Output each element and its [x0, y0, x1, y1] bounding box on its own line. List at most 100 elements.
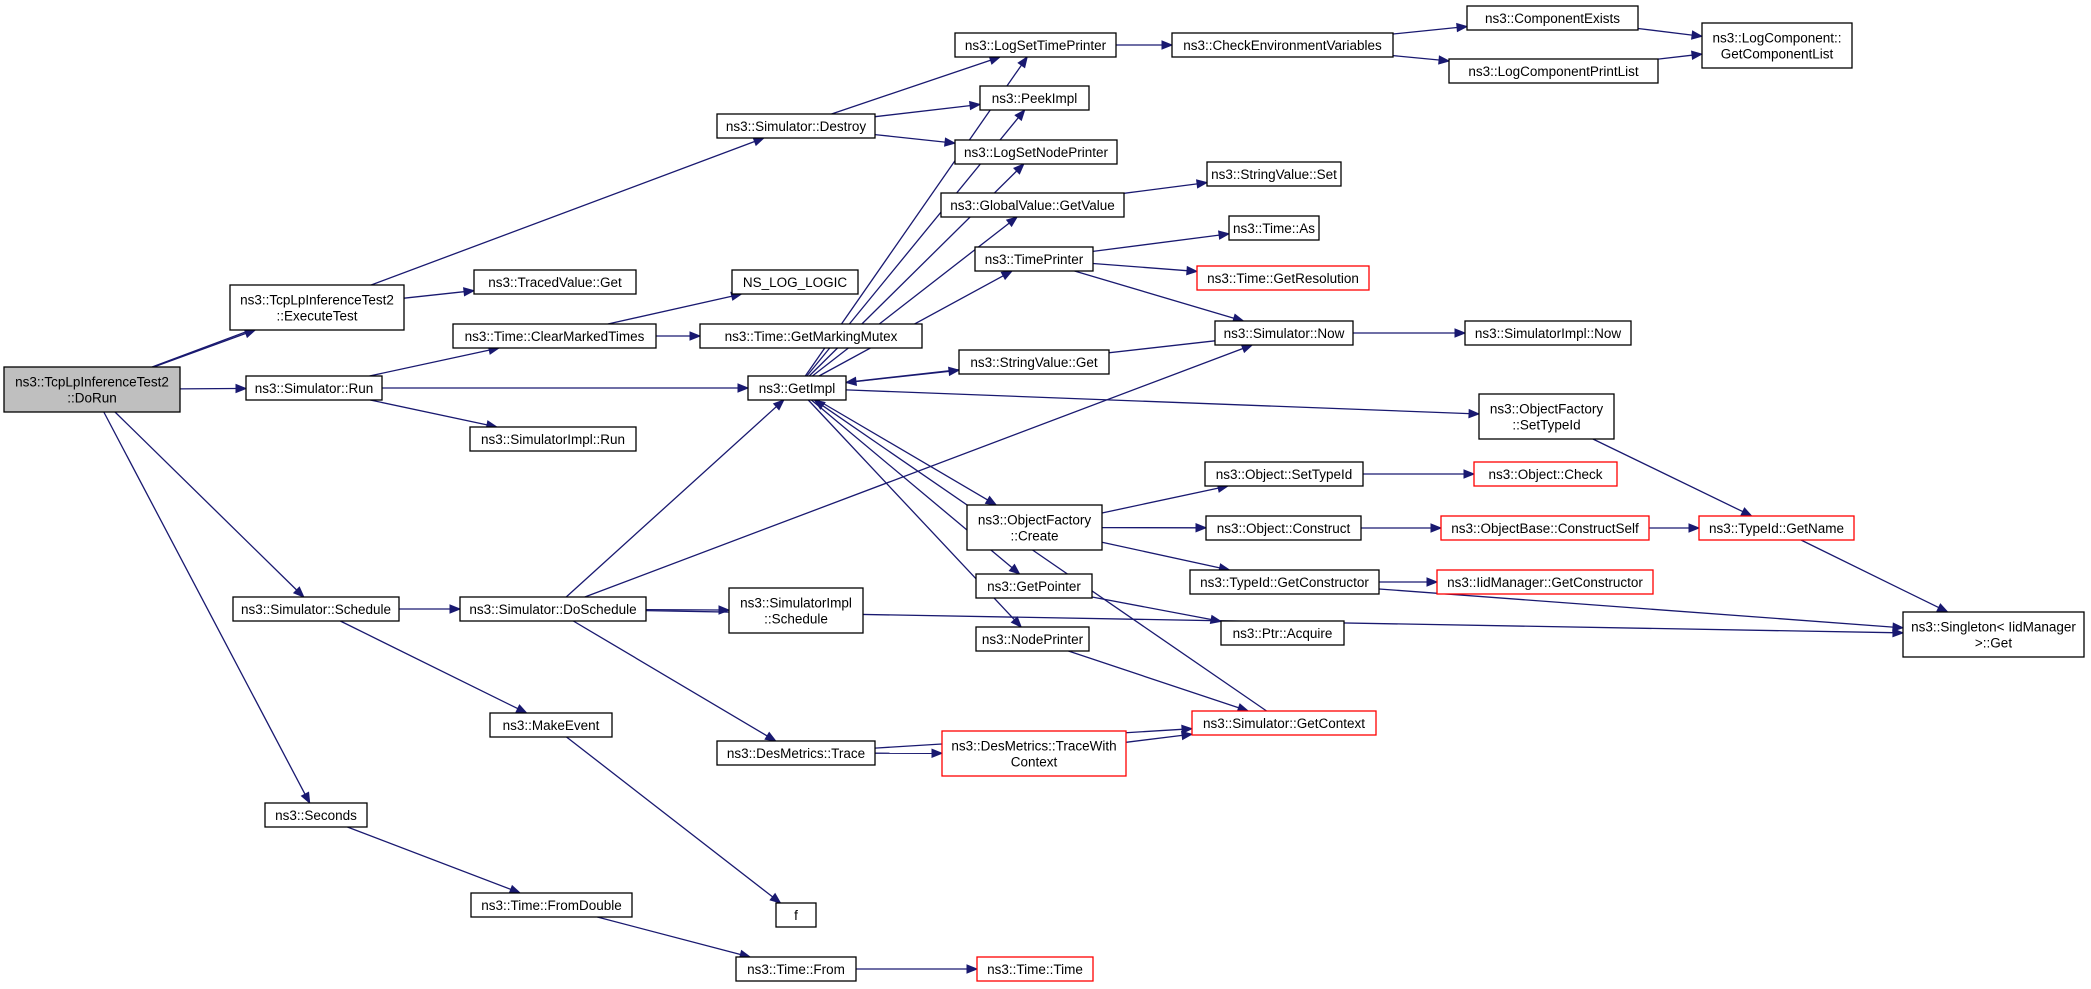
- node-box[interactable]: [958, 349, 1110, 375]
- node-box[interactable]: [1189, 569, 1380, 595]
- node-box[interactable]: [954, 139, 1118, 165]
- node-box[interactable]: [728, 587, 864, 634]
- node-box[interactable]: [1436, 569, 1654, 595]
- node-box[interactable]: [1191, 710, 1377, 736]
- node-timeas[interactable]: ns3::Time::As: [1228, 215, 1320, 241]
- node-typeidgetname[interactable]: ns3::TypeId::GetName: [1698, 515, 1855, 541]
- node-timetime[interactable]: ns3::Time::Time: [976, 956, 1094, 982]
- node-objcheck[interactable]: ns3::Object::Check: [1473, 461, 1618, 487]
- node-simimplschedule[interactable]: ns3::SimulatorImpl::Schedule: [728, 587, 864, 634]
- node-seconds[interactable]: ns3::Seconds: [264, 802, 368, 828]
- node-box[interactable]: [470, 892, 633, 918]
- node-box[interactable]: [747, 375, 847, 401]
- node-box[interactable]: [452, 323, 657, 349]
- node-logprintlist[interactable]: ns3::LogComponentPrintList: [1448, 58, 1659, 84]
- node-makeevent[interactable]: ns3::MakeEvent: [489, 712, 613, 738]
- node-box[interactable]: [1478, 393, 1615, 440]
- node-compexists[interactable]: ns3::ComponentExists: [1466, 5, 1639, 31]
- node-box[interactable]: [966, 504, 1103, 551]
- node-box[interactable]: [1206, 161, 1342, 187]
- node-box[interactable]: [1466, 5, 1639, 31]
- node-objsettype[interactable]: ns3::Object::SetTypeId: [1204, 461, 1364, 487]
- node-timefrom[interactable]: ns3::Time::From: [735, 956, 857, 982]
- node-getconstructor[interactable]: ns3::TypeId::GetConstructor: [1189, 569, 1380, 595]
- node-box[interactable]: [775, 902, 817, 928]
- node-box[interactable]: [954, 32, 1117, 58]
- node-box[interactable]: [232, 596, 400, 622]
- node-singleton[interactable]: ns3::Singleton< IidManager>::Get: [1902, 611, 2085, 658]
- node-logsetnode[interactable]: ns3::LogSetNodePrinter: [954, 139, 1118, 165]
- node-box[interactable]: [1204, 461, 1364, 487]
- node-box[interactable]: [735, 956, 857, 982]
- node-box[interactable]: [1205, 515, 1362, 541]
- node-destroy[interactable]: ns3::Simulator::Destroy: [716, 113, 876, 139]
- node-f[interactable]: f: [775, 902, 817, 928]
- node-iidgetctor[interactable]: ns3::IidManager::GetConstructor: [1436, 569, 1654, 595]
- node-stringget[interactable]: ns3::StringValue::Get: [958, 349, 1110, 375]
- node-box[interactable]: [1214, 320, 1354, 346]
- node-box[interactable]: [1701, 22, 1853, 69]
- node-box[interactable]: [1473, 461, 1618, 487]
- node-schedule[interactable]: ns3::Simulator::Schedule: [232, 596, 400, 622]
- node-box[interactable]: [459, 596, 647, 622]
- node-box[interactable]: [1464, 320, 1632, 346]
- node-box[interactable]: [489, 712, 613, 738]
- node-simimplnow[interactable]: ns3::SimulatorImpl::Now: [1464, 320, 1632, 346]
- node-getres[interactable]: ns3::Time::GetResolution: [1196, 265, 1370, 291]
- node-box[interactable]: [976, 956, 1094, 982]
- node-box[interactable]: [245, 375, 383, 401]
- node-logcomplist[interactable]: ns3::LogComponent::GetComponentList: [1701, 22, 1853, 69]
- node-run[interactable]: ns3::Simulator::Run: [245, 375, 383, 401]
- node-box[interactable]: [1220, 620, 1345, 646]
- node-getimpl[interactable]: ns3::GetImpl: [747, 375, 847, 401]
- node-box[interactable]: [941, 730, 1127, 777]
- node-box[interactable]: [469, 426, 637, 452]
- node-ofcreate[interactable]: ns3::ObjectFactory::Create: [966, 504, 1103, 551]
- node-timeprinter[interactable]: ns3::TimePrinter: [974, 246, 1094, 272]
- node-globalvalue[interactable]: ns3::GlobalValue::GetValue: [940, 192, 1125, 218]
- node-box[interactable]: [979, 85, 1090, 111]
- node-ofsettypeid[interactable]: ns3::ObjectFactory::SetTypeId: [1478, 393, 1615, 440]
- node-checkenv[interactable]: ns3::CheckEnvironmentVariables: [1171, 32, 1394, 58]
- node-box[interactable]: [975, 573, 1093, 599]
- node-box[interactable]: [1902, 611, 2085, 658]
- node-logsettime[interactable]: ns3::LogSetTimePrinter: [954, 32, 1117, 58]
- node-nodeprinter[interactable]: ns3::NodePrinter: [975, 626, 1090, 652]
- node-box[interactable]: [699, 323, 923, 349]
- node-box[interactable]: [264, 802, 368, 828]
- node-fromdouble[interactable]: ns3::Time::FromDouble: [470, 892, 633, 918]
- node-getcontext[interactable]: ns3::Simulator::GetContext: [1191, 710, 1377, 736]
- node-dorun[interactable]: ns3::TcpLpInferenceTest2::DoRun: [3, 366, 181, 413]
- node-box[interactable]: [1440, 515, 1650, 541]
- node-ptracquire[interactable]: ns3::Ptr::Acquire: [1220, 620, 1345, 646]
- node-doschedule[interactable]: ns3::Simulator::DoSchedule: [459, 596, 647, 622]
- node-box[interactable]: [974, 246, 1094, 272]
- node-tracedget[interactable]: ns3::TracedValue::Get: [473, 269, 637, 295]
- node-peekimpl[interactable]: ns3::PeekImpl: [979, 85, 1090, 111]
- node-simimplrun[interactable]: ns3::SimulatorImpl::Run: [469, 426, 637, 452]
- node-box[interactable]: [716, 113, 876, 139]
- node-box[interactable]: [1171, 32, 1394, 58]
- node-box[interactable]: [229, 284, 405, 331]
- node-markingmutex[interactable]: ns3::Time::GetMarkingMutex: [699, 323, 923, 349]
- node-clearmarked[interactable]: ns3::Time::ClearMarkedTimes: [452, 323, 657, 349]
- node-constructself[interactable]: ns3::ObjectBase::ConstructSelf: [1440, 515, 1650, 541]
- node-box[interactable]: [731, 269, 859, 295]
- node-box[interactable]: [1196, 265, 1370, 291]
- node-box[interactable]: [1698, 515, 1855, 541]
- node-desmetrics[interactable]: ns3::DesMetrics::Trace: [716, 740, 876, 766]
- node-getpointer[interactable]: ns3::GetPointer: [975, 573, 1093, 599]
- node-box[interactable]: [716, 740, 876, 766]
- node-stringset[interactable]: ns3::StringValue::Set: [1206, 161, 1342, 187]
- node-box[interactable]: [940, 192, 1125, 218]
- node-box[interactable]: [1228, 215, 1320, 241]
- node-executetest[interactable]: ns3::TcpLpInferenceTest2::ExecuteTest: [229, 284, 405, 331]
- node-box[interactable]: [1448, 58, 1659, 84]
- node-box[interactable]: [3, 366, 181, 413]
- node-box[interactable]: [975, 626, 1090, 652]
- node-nslog[interactable]: NS_LOG_LOGIC: [731, 269, 859, 295]
- node-simnow[interactable]: ns3::Simulator::Now: [1214, 320, 1354, 346]
- node-box[interactable]: [473, 269, 637, 295]
- node-objconstruct[interactable]: ns3::Object::Construct: [1205, 515, 1362, 541]
